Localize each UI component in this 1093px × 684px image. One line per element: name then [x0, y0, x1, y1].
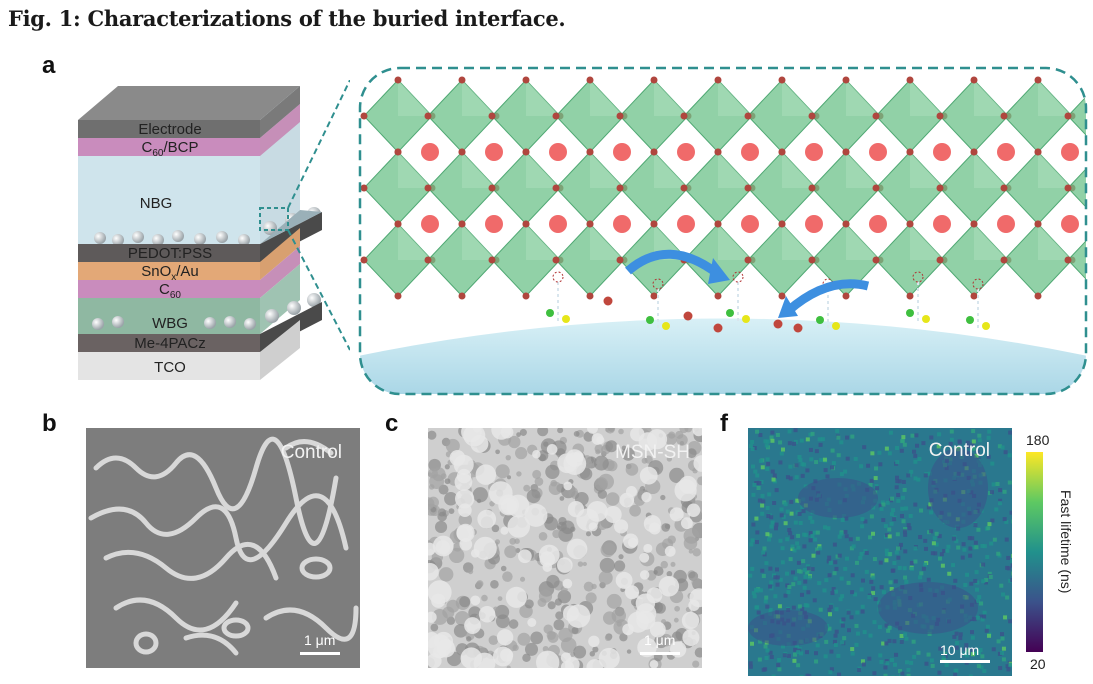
zoom-frame — [358, 66, 1088, 396]
migration-arrow-right — [785, 279, 870, 315]
figure-title: Fig. 1: Characterizations of the buried … — [8, 6, 566, 31]
colorbar-min: 20 — [1030, 656, 1046, 672]
perovskite-lattice — [360, 76, 1086, 300]
flim-scale-bar — [940, 660, 990, 663]
substrate-surface — [360, 318, 1086, 394]
c60-layer — [78, 280, 260, 298]
zoom-connector-top — [287, 80, 350, 209]
sem-control-svg — [86, 428, 360, 668]
sem-control-scale-bar — [300, 652, 340, 655]
c60-label: C60 — [159, 281, 181, 301]
electrode-label: Electrode — [138, 121, 201, 138]
zoom-highlight-box — [259, 207, 289, 231]
wbg-grain-spheres — [92, 293, 321, 330]
panel-c-letter: c — [385, 410, 399, 437]
flim-map-svg — [748, 428, 1012, 676]
sem-msnsh-label: MSN-SH — [615, 442, 690, 463]
panel-f-letter: f — [720, 410, 728, 437]
nbg-label: NBG — [140, 195, 173, 212]
flim-control-label: Control — [928, 440, 990, 461]
sem-msnsh-image: MSN-SH 1 μm — [428, 428, 702, 668]
lifetime-texture — [748, 428, 1012, 676]
snox-au-label: SnOx/Au — [141, 263, 199, 283]
device-stack-svg: Electrode C60/BCP NBG PEDOT:PSS SnOx/Au … — [78, 80, 350, 380]
sem-msnsh-scale-bar — [640, 652, 680, 655]
sem-control-scale-text: 1 μm — [304, 632, 336, 648]
pedot-layer — [78, 244, 260, 262]
pedot-label: PEDOT:PSS — [128, 245, 212, 262]
colorbar-max: 180 — [1026, 432, 1050, 448]
sem-control-label: Control — [280, 442, 342, 463]
nbg-layer — [78, 156, 260, 244]
wrinkle-pattern — [88, 436, 359, 656]
snox-au-layer — [78, 262, 260, 280]
wbg-layer — [78, 298, 260, 334]
migration-arrow-left — [625, 249, 721, 278]
sem-control-image: Control 1 μm — [86, 428, 360, 668]
device-stack-diagram: Electrode C60/BCP NBG PEDOT:PSS SnOx/Au … — [60, 80, 350, 390]
me4pacz-layer — [78, 334, 260, 352]
perovskite-interface-illustration — [358, 66, 1088, 396]
flim-control-image: Control 10 μm — [748, 428, 1012, 676]
me4pacz-label: Me-4PACz — [134, 335, 205, 352]
sem-msnsh-scale-text: 1 μm — [644, 632, 676, 648]
c60-bcp-layer — [78, 138, 260, 156]
electrode-layer — [78, 120, 260, 138]
zoom-connector-bottom — [287, 229, 350, 351]
c60-bcp-label: C60/BCP — [142, 139, 199, 159]
crystal-svg — [358, 66, 1088, 396]
electrode-top-face — [78, 86, 300, 120]
panel-b-letter: b — [42, 410, 57, 437]
panel-a-letter: a — [42, 52, 56, 79]
colorbar — [1026, 452, 1043, 652]
tco-label: TCO — [154, 359, 186, 376]
tco-layer — [78, 352, 260, 380]
wbg-label: WBG — [152, 315, 188, 332]
flim-scale-text: 10 μm — [940, 642, 980, 658]
colorbar-title: Fast lifetime (ns) — [1058, 490, 1074, 594]
